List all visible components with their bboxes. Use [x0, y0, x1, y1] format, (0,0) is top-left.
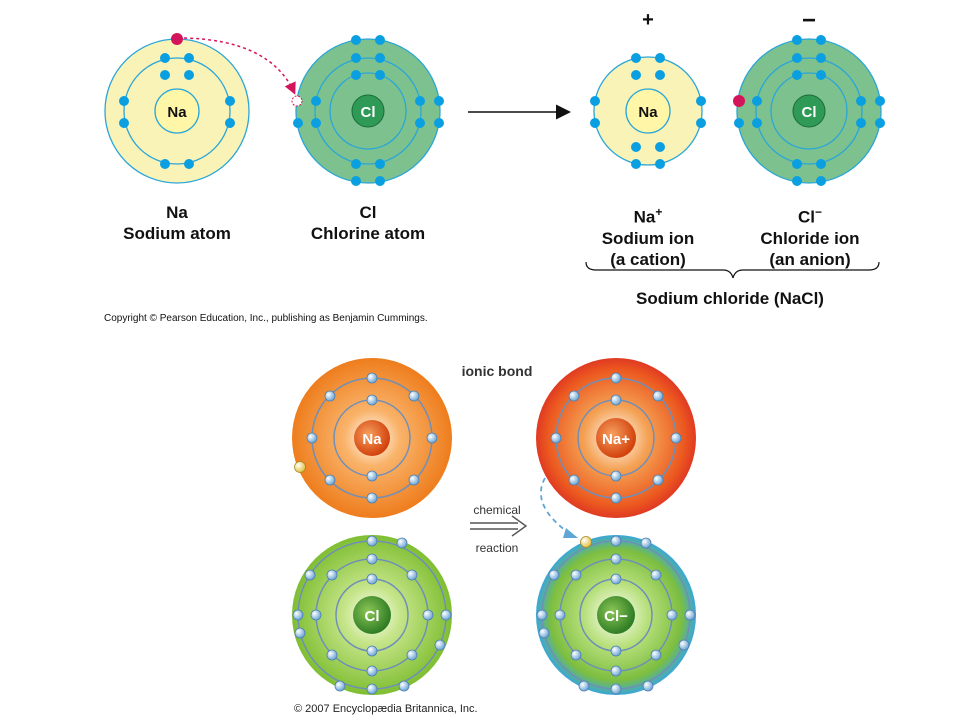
top-copyright: Copyright © Pearson Education, Inc., pub…: [104, 313, 428, 324]
sodium-atom-label: Na Sodium atom: [87, 202, 267, 244]
chlorine-atom-label-name: Chlorine atom: [310, 224, 426, 243]
chloride-ion-label: Cl− Chloride ion (an anion): [725, 202, 895, 270]
chlorine-electrons: [293, 35, 444, 186]
chloride-ion: Cl −: [733, 7, 885, 186]
sodium-electrons: [119, 53, 235, 169]
sodium-atom-label-symbol: Na: [166, 203, 188, 222]
electron-vacancy: [291, 95, 303, 107]
sodium-atom-label-name: Sodium atom: [123, 224, 231, 243]
bottom-copyright: © 2007 Encyclopædia Britannica, Inc.: [294, 703, 478, 715]
bottom-chlorine-electrons: [292, 535, 452, 695]
bottom-sodium-ion: Na+: [536, 358, 696, 518]
chloride-ion-label-symbol: Cl: [797, 207, 815, 227]
bottom-chloride-electrons: [536, 535, 696, 695]
bottom-transfer-arrow: [540, 477, 571, 535]
chloride-ion-label-charge: −: [814, 205, 822, 219]
sodium-ion-label-charge: +: [655, 205, 663, 219]
sodium-ion-symbol: Na: [638, 104, 658, 121]
chloride-ion-symbol: Cl: [802, 104, 817, 121]
bottom-sodium-ion-symbol: Na+: [602, 431, 630, 448]
chemical-reaction-arrow: chemical reaction: [470, 503, 528, 555]
bottom-chloride-ion: Cl−: [536, 535, 696, 695]
sodium-ion-label-note: (a cation): [610, 249, 686, 269]
chloride-ion-label-name: Chloride ion: [760, 228, 860, 248]
compound-label: Sodium chloride (NaCl): [636, 289, 824, 308]
bottom-sodium-symbol: Na: [362, 431, 382, 448]
sodium-ion-charge: +: [642, 9, 654, 31]
sodium-ion-label: Na+ Sodium ion (a cation): [563, 202, 733, 270]
bottom-sodium-atom: Na: [292, 358, 452, 518]
sodium-atom: Na: [104, 33, 250, 184]
chloride-ion-charge: −: [802, 7, 816, 34]
arrow-label-top: chemical: [473, 503, 520, 517]
chloride-ion-label-note: (an anion): [769, 249, 851, 269]
bottom-sodium-electrons: [306, 372, 438, 504]
chlorine-atom-label-symbol: Cl: [359, 203, 377, 222]
bottom-gained-electron: [580, 536, 592, 548]
sodium-ion-label-symbol: Na: [633, 207, 656, 227]
bottom-chlorine-atom: Cl: [292, 535, 452, 695]
sodium-ion-electrons: [590, 53, 706, 169]
ionic-bond-title: ionic bond: [462, 363, 533, 379]
top-diagram: Na Cl: [104, 7, 885, 279]
bottom-diagram: ionic bond Na Na+: [292, 358, 696, 695]
sodium-ion: Na +: [590, 9, 706, 169]
chloride-ion-electrons: [734, 35, 885, 186]
sodium-atom-symbol: Na: [167, 104, 187, 121]
gained-electron: [733, 95, 745, 107]
compound-bracket: [585, 261, 880, 279]
bottom-sodium-ion-electrons: [550, 372, 682, 504]
chlorine-atom: Cl: [291, 35, 444, 186]
arrow-label-bottom: reaction: [476, 541, 519, 555]
transfer-electron: [171, 33, 183, 45]
chlorine-atom-label: Cl Chlorine atom: [278, 202, 458, 244]
chlorine-atom-symbol: Cl: [361, 104, 376, 121]
bottom-chlorine-symbol: Cl: [365, 608, 380, 625]
bottom-chloride-symbol: Cl−: [604, 608, 628, 625]
electron-transfer-arrow: [183, 37, 296, 95]
sodium-ion-label-name: Sodium ion: [601, 228, 695, 248]
bottom-transfer-electron: [294, 461, 306, 473]
